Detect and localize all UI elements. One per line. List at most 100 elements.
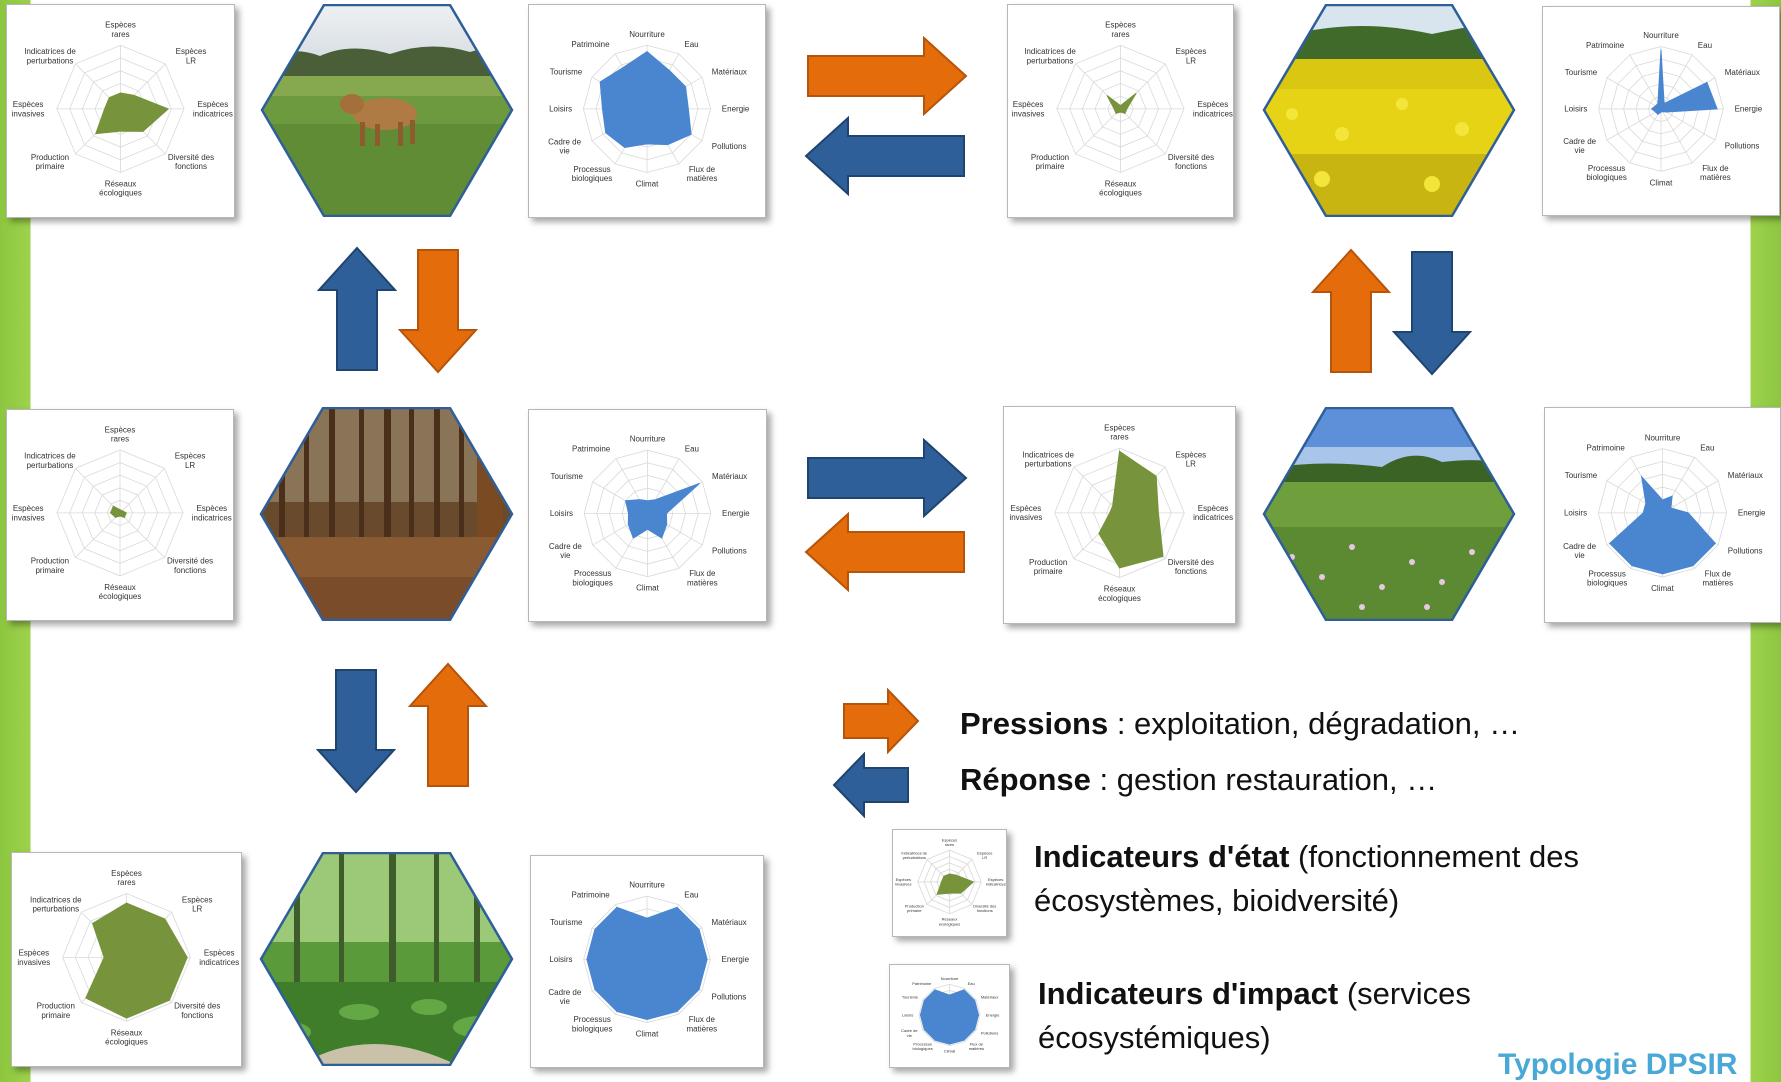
radar-axis-label: Matériaux xyxy=(712,918,747,927)
photo-meadow xyxy=(1262,406,1516,622)
radar-axis-label: Pollutions xyxy=(981,1030,998,1035)
legend-impact-desc-1: (services xyxy=(1338,976,1471,1011)
radar-axis-label: Tourisme xyxy=(1565,68,1598,77)
legend-pressure: Pressions : exploitation, dégradation, … xyxy=(960,702,1520,746)
legend-response-term: Réponse xyxy=(960,762,1091,797)
legend-pressure-desc: : exploitation, dégradation, … xyxy=(1108,706,1521,741)
photo-plantation xyxy=(259,406,514,622)
pressure-arrow-pasture-to-rapeseed xyxy=(807,36,968,116)
radar-axis-label: Eau xyxy=(1698,41,1712,50)
legend-pressure-term: Pressions xyxy=(960,706,1109,741)
radar-axis-label: Matériaux xyxy=(1728,471,1763,480)
radar-axis-label: Nourriture xyxy=(941,976,960,981)
radar-axis-label: Climat xyxy=(636,179,659,188)
radar-series-area xyxy=(936,873,975,895)
radar-spoke xyxy=(1660,108,1716,141)
radar-axis-label: Energie xyxy=(722,955,750,964)
radar-axis-label: Matériaux xyxy=(712,67,747,76)
radar-axis-label: Loisirs xyxy=(1564,509,1587,518)
radar-series-area xyxy=(1106,92,1137,114)
radar-axis-label: Climat xyxy=(1650,178,1673,187)
pressure-arrow-forest-to-plantation xyxy=(408,662,488,787)
radar-spoke xyxy=(75,512,121,558)
radar-axis-label: Pollutions xyxy=(712,142,747,151)
radar-axis-label: Matériaux xyxy=(1725,68,1760,77)
radar-axis-label: Climat xyxy=(636,1030,659,1039)
response-arrow-plantation-to-pasture xyxy=(317,246,397,371)
radar-axis-label: Eau xyxy=(685,445,699,454)
radar-grid xyxy=(1056,44,1185,173)
radar-series-area xyxy=(919,989,980,1045)
radar-series-area xyxy=(85,902,188,1019)
legend-state-term: Indicateurs d'état xyxy=(1034,839,1290,874)
radar-axis-label: Nourriture xyxy=(629,30,665,39)
radar-axis-label: Patrimoine xyxy=(572,445,611,454)
radar-series-area xyxy=(599,51,692,148)
legend-response-desc: : gestion restauration, … xyxy=(1090,762,1438,797)
radar-axis-label: Nourriture xyxy=(630,435,666,444)
radar-axis-label: Tourisme xyxy=(551,472,584,481)
radar-ring xyxy=(56,449,184,577)
radar-axis-label: Climat xyxy=(944,1049,956,1054)
radar-ring xyxy=(62,893,191,1022)
radar-axis-label: Pollutions xyxy=(1728,546,1763,555)
radar-axis-label: Climat xyxy=(636,584,659,593)
radar-spoke xyxy=(1660,108,1693,164)
radar-axis-label: Tourisme xyxy=(902,994,919,999)
response-arrow-rapeseed-to-meadow xyxy=(1392,251,1472,376)
footer-label: Typologie DPSIR xyxy=(1498,1048,1738,1081)
radar-axis-label: Tourisme xyxy=(1565,471,1598,480)
radar-axis-label: Nourriture xyxy=(629,881,665,890)
radar-grid xyxy=(56,449,184,577)
radar-series-area xyxy=(109,505,127,518)
radar-axis-label: Loisirs xyxy=(1564,105,1587,114)
legend-response: Réponse : gestion restauration, … xyxy=(960,758,1437,802)
radar-spoke xyxy=(1660,54,1693,110)
pressure-arrow-meadow-to-rapeseed xyxy=(1311,248,1391,373)
radar-axis-label: Loisirs xyxy=(549,105,572,114)
radar-spoke xyxy=(1120,108,1166,155)
radar-axis-label: Eau xyxy=(1700,443,1714,452)
radar-spoke xyxy=(1629,108,1662,164)
radar-axis-label: Nourriture xyxy=(1643,31,1679,40)
radar-axis-label: Eau xyxy=(684,40,698,49)
radar-axis-label: Tourisme xyxy=(550,918,583,927)
